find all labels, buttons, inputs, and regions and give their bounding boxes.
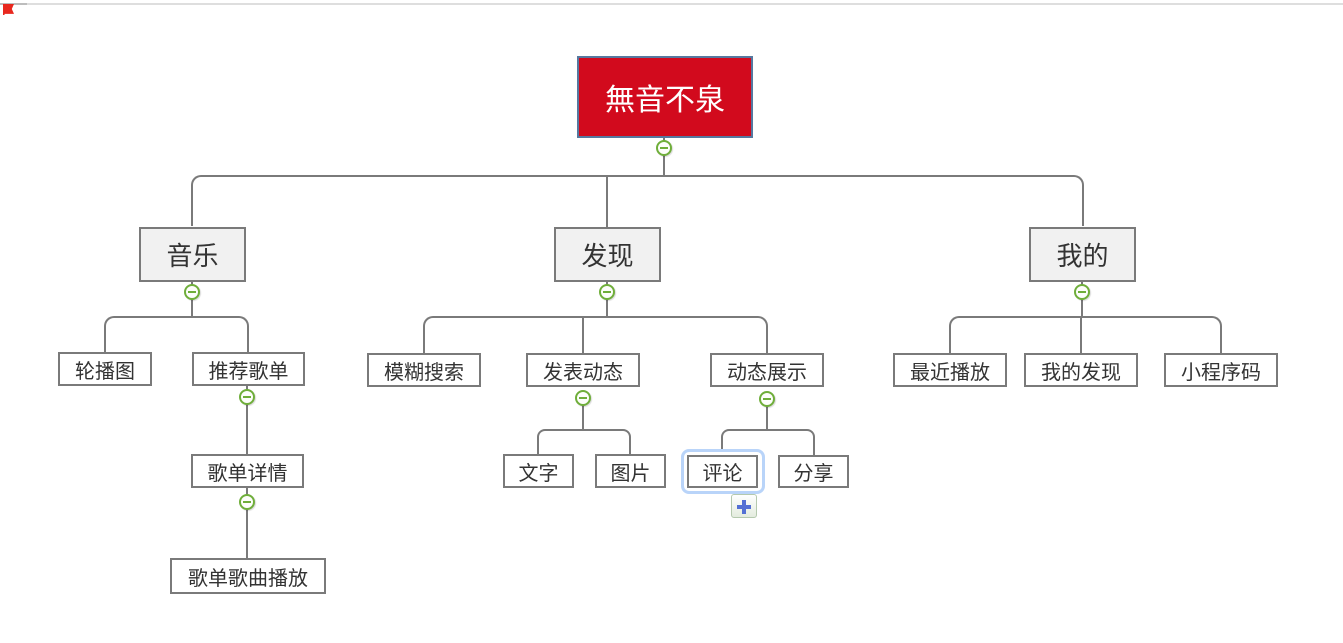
connector-drop-discover bbox=[606, 177, 608, 227]
top-border-line bbox=[0, 3, 1343, 5]
node-root-label: 無音不泉 bbox=[605, 83, 725, 118]
connector-discover-frame bbox=[423, 316, 768, 353]
red-flag-icon bbox=[3, 4, 14, 15]
connector-level1-frame bbox=[191, 175, 1084, 226]
node-playlist-song-play[interactable]: 歌单歌曲播放 bbox=[170, 558, 326, 594]
node-post-moment[interactable]: 发表动态 bbox=[526, 353, 640, 387]
node-music-label: 音乐 bbox=[166, 242, 219, 272]
minus-bar bbox=[579, 397, 587, 399]
connector-post-trunk bbox=[582, 405, 584, 431]
node-root[interactable]: 無音不泉 bbox=[577, 56, 753, 138]
collapse-minus-icon-music[interactable] bbox=[184, 284, 200, 300]
add-child-plus-button[interactable] bbox=[731, 494, 757, 518]
node-my-discover-label: 我的发现 bbox=[1041, 359, 1121, 384]
plus-icon bbox=[742, 500, 746, 514]
node-playlist-detail[interactable]: 歌单详情 bbox=[191, 454, 304, 488]
node-mine[interactable]: 我的 bbox=[1029, 227, 1136, 282]
node-share[interactable]: 分享 bbox=[778, 455, 849, 488]
connector-display-trunk bbox=[766, 406, 768, 431]
node-mini-program-code[interactable]: 小程序码 bbox=[1164, 353, 1278, 387]
connector-root-trunk bbox=[663, 137, 665, 177]
collapse-minus-icon-playlist-detail[interactable] bbox=[239, 494, 255, 510]
node-mine-label: 我的 bbox=[1056, 242, 1109, 272]
node-image-label: 图片 bbox=[610, 460, 651, 485]
connector-detail-chain bbox=[246, 488, 248, 558]
minus-bar bbox=[603, 291, 611, 293]
node-fuzzy-search-label: 模糊搜索 bbox=[384, 359, 464, 384]
node-recent-play[interactable]: 最近播放 bbox=[893, 353, 1007, 387]
minus-bar bbox=[188, 291, 196, 293]
collapse-minus-icon-recommended-playlist[interactable] bbox=[239, 389, 255, 405]
node-recommended-playlist[interactable]: 推荐歌单 bbox=[192, 352, 305, 386]
minus-bar bbox=[1078, 291, 1086, 293]
node-comment[interactable]: 评论 bbox=[687, 455, 758, 488]
node-share-label: 分享 bbox=[793, 461, 834, 485]
collapse-minus-icon-mine[interactable] bbox=[1074, 284, 1090, 300]
node-discover[interactable]: 发现 bbox=[554, 227, 661, 282]
collapse-minus-icon-discover[interactable] bbox=[599, 284, 615, 300]
node-music[interactable]: 音乐 bbox=[139, 227, 246, 282]
node-my-discover[interactable]: 我的发现 bbox=[1024, 353, 1138, 387]
node-carousel[interactable]: 轮播图 bbox=[58, 352, 152, 386]
node-moment-display[interactable]: 动态展示 bbox=[710, 353, 824, 387]
node-image[interactable]: 图片 bbox=[595, 454, 666, 488]
node-recent-play-label: 最近播放 bbox=[910, 359, 990, 384]
node-text-label: 文字 bbox=[518, 460, 559, 485]
node-playlist-song-play-label: 歌单歌曲播放 bbox=[188, 565, 308, 590]
minus-bar bbox=[763, 398, 771, 400]
node-recommended-playlist-label: 推荐歌单 bbox=[208, 358, 289, 383]
connector-music-frame bbox=[104, 316, 249, 352]
node-text[interactable]: 文字 bbox=[503, 454, 574, 488]
node-mini-program-code-label: 小程序码 bbox=[1181, 359, 1261, 384]
node-moment-display-label: 动态展示 bbox=[727, 359, 807, 384]
connector-display-frame bbox=[721, 429, 815, 455]
node-fuzzy-search[interactable]: 模糊搜索 bbox=[367, 353, 481, 387]
collapse-minus-icon-post-moment[interactable] bbox=[575, 390, 591, 406]
collapse-minus-icon-root[interactable] bbox=[656, 140, 672, 156]
connector-drop-post bbox=[582, 317, 584, 353]
minus-bar bbox=[243, 396, 251, 398]
collapse-minus-icon-moment-display[interactable] bbox=[759, 391, 775, 407]
minus-bar bbox=[243, 501, 251, 503]
node-post-moment-label: 发表动态 bbox=[543, 359, 623, 384]
connector-post-frame bbox=[537, 429, 631, 455]
connector-mine-frame bbox=[949, 316, 1222, 353]
node-discover-label: 发现 bbox=[581, 242, 634, 272]
node-comment-label: 评论 bbox=[702, 461, 743, 485]
node-playlist-detail-label: 歌单详情 bbox=[207, 460, 288, 485]
connector-drop-mydiscover bbox=[1080, 317, 1082, 353]
minus-bar bbox=[660, 147, 668, 149]
connector-playlist-chain bbox=[246, 386, 248, 454]
node-carousel-label: 轮播图 bbox=[75, 358, 135, 383]
